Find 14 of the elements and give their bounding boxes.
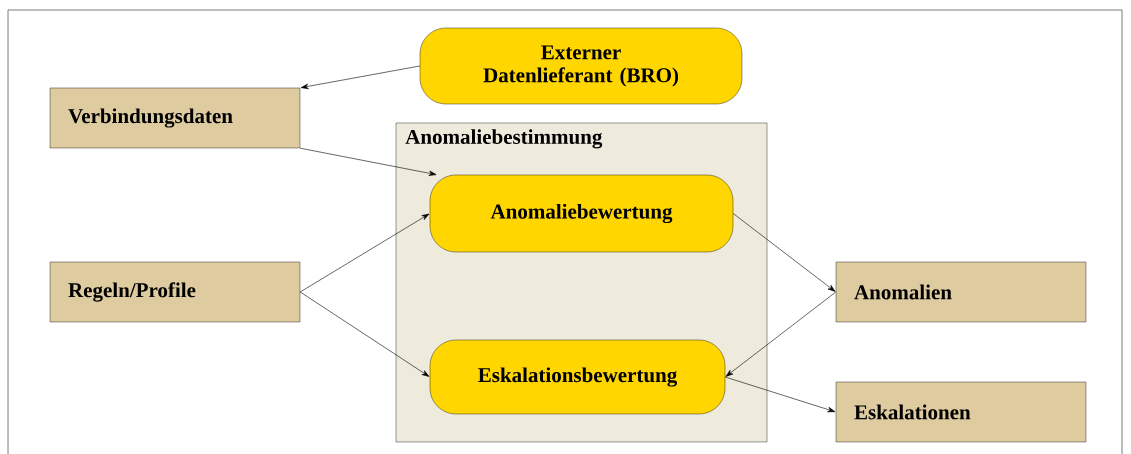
- arrow: [299, 147, 437, 176]
- arrow: [724, 376, 836, 413]
- arrow: [299, 213, 430, 293]
- arrow: [300, 65, 421, 89]
- data-box: Anomalien: [835, 261, 1087, 323]
- arrow: [732, 213, 836, 292]
- data-box: Regeln/Profile: [49, 261, 301, 323]
- data-box: Verbindungsdaten: [49, 87, 301, 149]
- data-box: Eskalationen: [835, 381, 1087, 443]
- process-pill: Anomaliebewertung: [429, 174, 734, 253]
- process-pill: Externer Datenlieferant (BRO): [419, 27, 743, 105]
- arrow: [299, 291, 430, 377]
- process-pill: Eskalationsbewertung: [429, 339, 726, 415]
- arrow: [725, 291, 837, 377]
